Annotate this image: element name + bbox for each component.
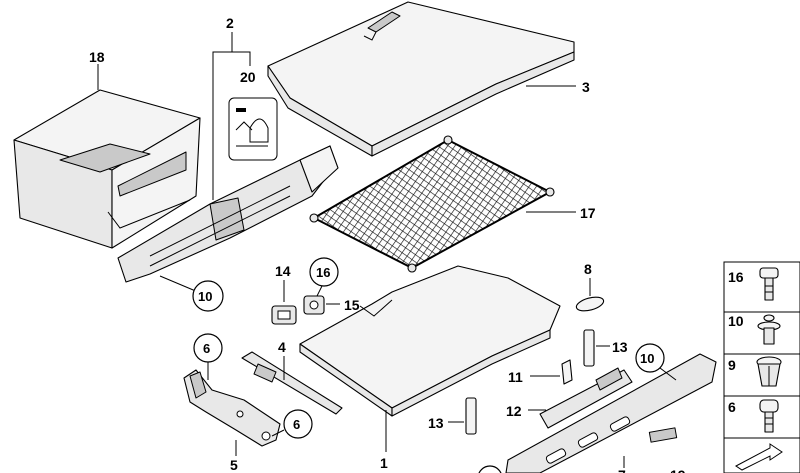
floor-panel-part[interactable] xyxy=(299,265,561,417)
callout-11: 11 xyxy=(508,369,523,385)
luggage-net-part[interactable] xyxy=(309,135,555,273)
clip-part-upper[interactable] xyxy=(583,329,595,367)
loading-sill-trim-part[interactable] xyxy=(505,353,717,473)
callout-5: 5 xyxy=(230,457,238,473)
clip-part-lower[interactable] xyxy=(465,397,477,435)
push-pin-icon xyxy=(759,267,779,301)
callout-18: 18 xyxy=(89,49,105,65)
callout-7: 7 xyxy=(618,467,626,473)
callout-6-bottom: 6 xyxy=(293,417,300,432)
callout-1: 1 xyxy=(380,455,388,471)
bolt-icon xyxy=(759,399,779,433)
callout-13-right: 13 xyxy=(612,339,628,355)
mounting-bracket-part[interactable] xyxy=(183,369,281,447)
callout-20: 20 xyxy=(240,69,256,85)
callout-16-main: 16 xyxy=(316,265,330,280)
callout-15: 15 xyxy=(344,297,360,313)
hook-cover-part[interactable] xyxy=(303,295,325,315)
holder-rail-part[interactable] xyxy=(241,351,343,415)
fastener-table: 16 10 9 6 xyxy=(723,261,800,473)
callout-10-right: 10 xyxy=(640,351,654,366)
side-trim-panel-part[interactable] xyxy=(117,145,339,283)
emblem-part[interactable] xyxy=(575,295,605,314)
callout-6-top: 6 xyxy=(203,341,210,356)
callout-10-left: 10 xyxy=(198,289,212,304)
tool-kit-part[interactable] xyxy=(539,367,633,429)
warning-label-part[interactable] xyxy=(228,97,278,161)
fastener-label-6: 6 xyxy=(728,399,736,415)
fastener-label-10: 10 xyxy=(728,313,744,329)
callout-17: 17 xyxy=(580,205,596,221)
clip-nut-icon xyxy=(756,356,782,387)
fastener-label-9: 9 xyxy=(728,357,736,373)
callout-12: 12 xyxy=(506,403,522,419)
expanding-rivet-icon xyxy=(757,314,781,345)
callout-19: 19 xyxy=(670,467,686,473)
callout-13-left: 13 xyxy=(428,415,444,431)
callout-3: 3 xyxy=(582,79,590,95)
parcel-shelf-part[interactable] xyxy=(267,1,575,157)
arrow-icon xyxy=(735,443,783,471)
storage-box-part[interactable] xyxy=(13,89,201,249)
callout-4: 4 xyxy=(278,339,286,355)
callout-8: 8 xyxy=(584,261,592,277)
callout-2: 2 xyxy=(226,15,234,31)
retaining-clip-part[interactable] xyxy=(561,359,573,385)
callout-14: 14 xyxy=(275,263,291,279)
fastener-label-16: 16 xyxy=(728,269,744,285)
lashing-eye-part[interactable] xyxy=(271,305,297,325)
